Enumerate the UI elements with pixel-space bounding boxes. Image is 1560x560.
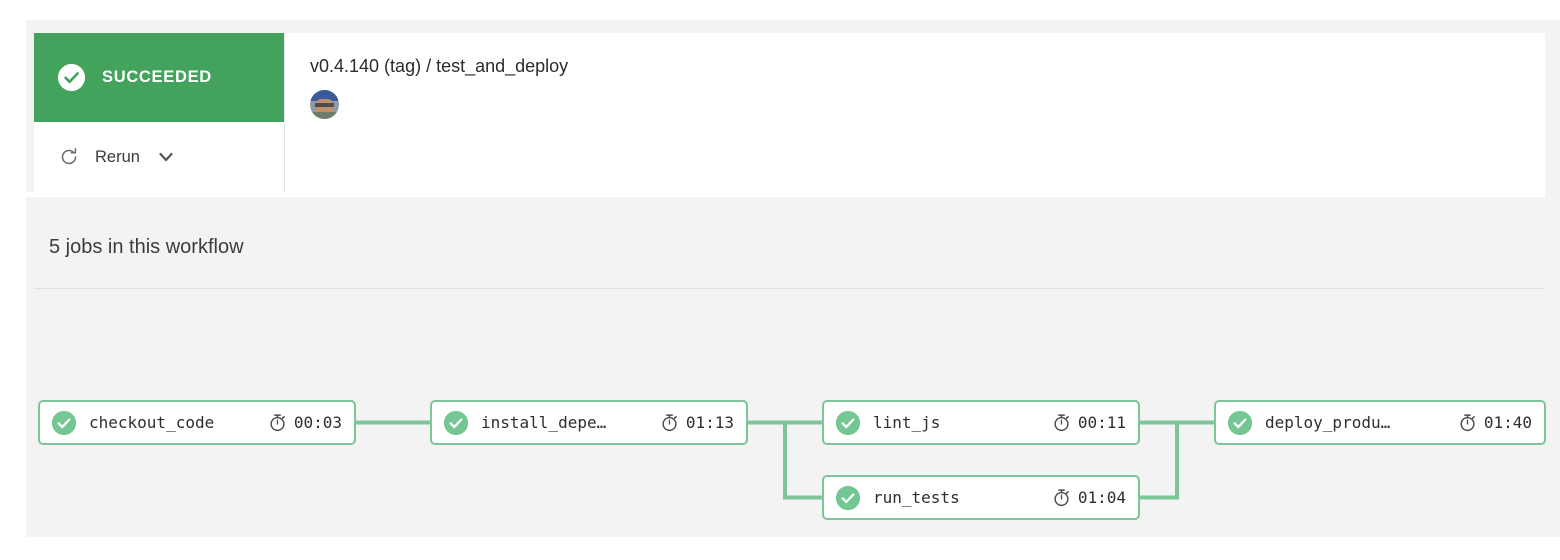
- job-node-lint-js[interactable]: lint_js 00:11: [822, 400, 1140, 445]
- build-title[interactable]: v0.4.140 (tag) / test_and_deploy: [310, 56, 569, 76]
- job-duration: 01:13: [685, 413, 734, 432]
- job-success-icon: [1228, 410, 1252, 435]
- job-name: lint_js: [873, 413, 941, 432]
- refresh-icon: [59, 147, 79, 167]
- job-duration: 01:04: [1077, 488, 1126, 507]
- rerun-button[interactable]: Rerun: [34, 122, 284, 192]
- success-check-icon: [58, 64, 85, 91]
- job-duration-group: 01:40: [1458, 413, 1532, 432]
- build-header-card: SUCCEEDED Rerun v0.4.140 (tag) / t: [34, 33, 1545, 192]
- jobs-section-title: 5 jobs in this workflow: [49, 236, 244, 258]
- job-duration-group: 00:11: [1052, 413, 1126, 432]
- job-duration: 00:03: [293, 413, 342, 432]
- stopwatch-icon: [1458, 413, 1477, 432]
- job-name: run_tests: [873, 488, 960, 507]
- job-success-icon: [836, 410, 860, 435]
- job-node-install-dependencies[interactable]: install_depe… 01:13: [430, 400, 748, 445]
- status-column: SUCCEEDED Rerun: [34, 33, 285, 192]
- stopwatch-icon: [660, 413, 679, 432]
- right-gutter: [1545, 20, 1560, 537]
- chevron-down-icon[interactable]: [156, 147, 176, 167]
- job-duration-group: 01:04: [1052, 488, 1126, 507]
- job-name: checkout_code: [89, 413, 215, 432]
- job-duration: 01:40: [1483, 413, 1532, 432]
- stopwatch-icon: [1052, 488, 1071, 507]
- stopwatch-icon: [1052, 413, 1071, 432]
- job-node-deploy-production[interactable]: deploy_produ… 01:40: [1214, 400, 1546, 445]
- build-info: v0.4.140 (tag) / test_and_deploy: [285, 33, 1545, 192]
- status-label: SUCCEEDED: [102, 68, 212, 86]
- avatar[interactable]: [310, 90, 339, 120]
- stopwatch-icon: [268, 413, 287, 432]
- rerun-label: Rerun: [95, 147, 140, 166]
- jobs-canvas: [26, 197, 1545, 537]
- status-banner: SUCCEEDED: [34, 33, 284, 122]
- job-success-icon: [836, 485, 860, 510]
- section-divider: [34, 288, 1545, 289]
- job-success-icon: [52, 410, 76, 435]
- job-name: deploy_produ…: [1265, 413, 1391, 432]
- job-success-icon: [444, 410, 468, 435]
- job-node-checkout-code[interactable]: checkout_code 00:03: [38, 400, 356, 445]
- job-duration-group: 01:13: [660, 413, 734, 432]
- job-duration-group: 00:03: [268, 413, 342, 432]
- job-node-run-tests[interactable]: run_tests 01:04: [822, 475, 1140, 520]
- job-name: install_depe…: [481, 413, 607, 432]
- job-duration: 00:11: [1077, 413, 1126, 432]
